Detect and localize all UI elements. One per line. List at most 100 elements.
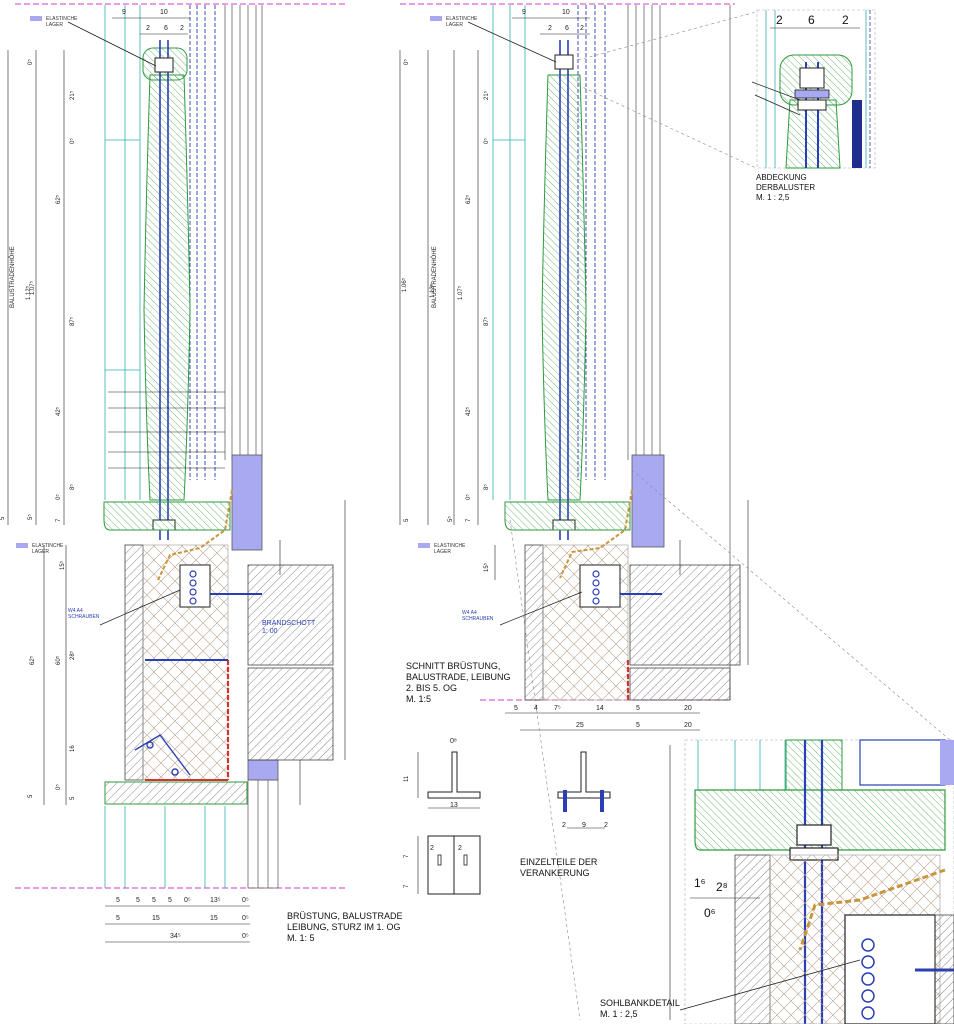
dim-bottom-mid: 20 bbox=[684, 722, 692, 729]
dim-bottom-left: 5 bbox=[116, 915, 120, 922]
dim-bottom-left: 15 bbox=[210, 915, 218, 922]
caption-line: ABDECKUNG bbox=[756, 173, 807, 182]
dim-vertical-left: 62⁵ bbox=[30, 655, 36, 665]
dim-detail-bottom: 2⁸ bbox=[716, 880, 728, 894]
dim-vertical-left: 8⁵ bbox=[70, 484, 76, 490]
caption-line: SCHNITT BRÜSTUNG, bbox=[406, 661, 501, 671]
caption-line: M. 1 : 2,5 bbox=[756, 193, 790, 202]
dim-vertical-mid: 1.07⁵ bbox=[458, 285, 464, 300]
level-lines bbox=[15, 3, 735, 889]
dim-bottom-mid: 20 bbox=[684, 705, 692, 712]
dim-vertical-mid: 21⁵ bbox=[484, 90, 490, 100]
caption-detail-top: ABDECKUNG DERBALUSTER M. 1 : 2,5 bbox=[756, 173, 815, 203]
balustrade-height-label-mid: BALUSTRADENHÖHE bbox=[432, 246, 438, 308]
dim-vertical-left: 0⁵ bbox=[56, 494, 62, 500]
detail-sohlbank bbox=[669, 739, 954, 1024]
caption-middle: SCHNITT BRÜSTUNG, BALUSTRADE, LEIBUNG 2.… bbox=[406, 661, 511, 705]
dim-parts: 7 bbox=[404, 854, 410, 858]
dim-parts: 2 bbox=[604, 822, 608, 829]
dim-vertical-left: 7 bbox=[56, 518, 62, 522]
brandschott-text: 1: 00 bbox=[262, 628, 278, 635]
dim-vertical-left: 5⁵ bbox=[28, 514, 34, 520]
dim-vertical-left: 21⁵ bbox=[70, 90, 76, 100]
dim-detail-top: 2 bbox=[776, 13, 783, 27]
dim-vertical-mid: 1.12⁵ bbox=[430, 283, 436, 298]
dim-vertical-left: 62⁵ bbox=[56, 194, 62, 204]
dim-parts: 2 bbox=[458, 845, 462, 852]
dim-bottom-left: 5 bbox=[116, 897, 120, 904]
dim-bottom-left: 5 bbox=[152, 897, 156, 904]
dim-top-left: 2 bbox=[146, 25, 150, 32]
caption-line: EINZELTEILE DER bbox=[520, 857, 598, 867]
dim-parts: 11 bbox=[404, 775, 410, 782]
dim-bottom-mid: 7⁵ bbox=[554, 705, 561, 712]
dim-top-left: 9 bbox=[122, 9, 126, 16]
dim-bottom-mid: 5 bbox=[636, 705, 640, 712]
dim-detail-top: 6 bbox=[808, 13, 815, 27]
caption-left: BRÜSTUNG, BALUSTRADE LEIBUNG, STURZ IM 1… bbox=[287, 911, 403, 944]
dim-bottom-mid: 25 bbox=[576, 722, 584, 729]
dim-bottom-left: 34⁵ bbox=[170, 933, 181, 940]
dim-bottom-mid: 5 bbox=[636, 722, 640, 729]
caption-parts: EINZELTEILE DER VERANKERUNG bbox=[520, 857, 597, 879]
bolt-text: SCHRAUBEN bbox=[462, 616, 494, 622]
dim-vertical-left: 5 bbox=[70, 796, 76, 800]
dim-detail-bottom: 0⁶ bbox=[704, 906, 716, 920]
dim-top-left: 6 bbox=[164, 25, 168, 32]
dim-top-left: 2 bbox=[180, 25, 184, 32]
detail-abdeckung bbox=[751, 9, 876, 169]
dim-bottom-left: 0⁵ bbox=[242, 915, 249, 922]
dim-bottom-left: 0⁵ bbox=[184, 897, 191, 904]
legend-text: ELASTINCHE bbox=[446, 16, 478, 22]
caption-line: SOHLBANKDETAIL bbox=[600, 998, 680, 1008]
middle-section bbox=[399, 5, 951, 1021]
balustrade-height-label: BALUSTRADENHÖHE bbox=[10, 246, 16, 308]
brandschott-text: BRANDSCHOTT bbox=[262, 620, 316, 627]
dim-top-mid: 9 bbox=[522, 9, 526, 16]
legend-text: LAGER bbox=[32, 549, 49, 555]
dim-vertical-left: 15⁵ bbox=[60, 560, 66, 570]
dim-bottom-left: 13⁵ bbox=[210, 897, 221, 904]
dim-vertical-left: 5 bbox=[28, 794, 34, 798]
dim-detail-bottom: 1⁶ bbox=[694, 876, 706, 890]
caption-line: M. 1: 5 bbox=[287, 933, 315, 943]
dim-vertical-left: 0⁵ bbox=[56, 784, 62, 790]
dim-vertical-left: 5 bbox=[0, 516, 6, 520]
dim-top-mid: 10 bbox=[562, 9, 570, 16]
dim-bottom-left: 5 bbox=[168, 897, 172, 904]
anchor-parts bbox=[417, 751, 611, 895]
dim-vertical-left: 1.07⁵ bbox=[30, 280, 36, 295]
dim-vertical-mid: 62⁵ bbox=[466, 194, 472, 204]
caption-line: BRÜSTUNG, BALUSTRADE bbox=[287, 911, 403, 921]
dim-vertical-mid: 0⁵ bbox=[484, 138, 490, 144]
legend-text: LAGER bbox=[46, 22, 63, 28]
dim-vertical-mid: 15⁵ bbox=[484, 562, 490, 572]
dim-vertical-mid: 1.06⁵ bbox=[402, 277, 408, 292]
dim-vertical-mid: 42⁵ bbox=[466, 406, 472, 416]
dim-parts: 2 bbox=[562, 822, 566, 829]
caption-line: M. 1:5 bbox=[406, 694, 432, 704]
dim-vertical-left: 16 bbox=[70, 745, 76, 752]
dim-vertical-mid: 7 bbox=[466, 518, 472, 522]
dim-vertical-mid: 0⁵ bbox=[466, 494, 472, 500]
bolt-text: W4 A4 bbox=[68, 608, 83, 614]
legend-text: ELASTINCHE bbox=[46, 16, 78, 22]
caption-line: BALUSTRADE, LEIBUNG bbox=[406, 672, 511, 682]
dim-parts: 0⁸ bbox=[450, 738, 457, 745]
dim-bottom-left: 5 bbox=[136, 897, 140, 904]
dim-vertical-left: 42⁵ bbox=[56, 406, 62, 416]
dim-vertical-left: 60⁵ bbox=[56, 655, 62, 665]
dim-vertical-left: 0⁵ bbox=[28, 59, 34, 65]
dim-top-mid: 2 bbox=[580, 25, 584, 32]
dim-vertical-mid: 5 bbox=[404, 518, 410, 522]
dim-vertical-mid: 87⁵ bbox=[484, 316, 490, 326]
dim-vertical-left: 28⁵ bbox=[70, 650, 76, 660]
dim-top-mid: 6 bbox=[565, 25, 569, 32]
